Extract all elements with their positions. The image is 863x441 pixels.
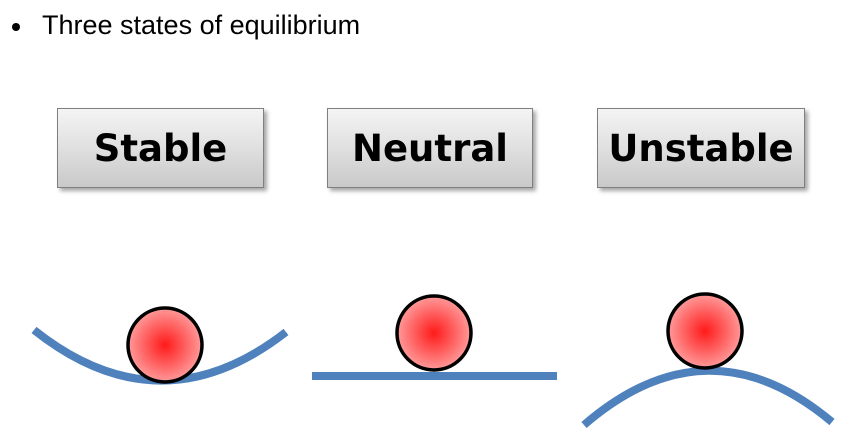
heading-text: Three states of equilibrium <box>42 10 361 40</box>
heading-bullet: Three states of equilibrium <box>12 10 360 41</box>
neutral-ball <box>395 294 473 372</box>
neutral-label: Neutral <box>352 126 508 170</box>
bullet-icon <box>12 22 20 31</box>
stable-ball <box>126 306 204 384</box>
unstable-ball <box>666 292 744 370</box>
neutral-label-box: Neutral <box>327 108 533 188</box>
stable-label-box: Stable <box>57 108 264 188</box>
unstable-label: Unstable <box>608 126 794 170</box>
stable-label: Stable <box>93 126 228 170</box>
unstable-label-box: Unstable <box>597 108 805 188</box>
unstable-hill-curve <box>581 366 835 429</box>
